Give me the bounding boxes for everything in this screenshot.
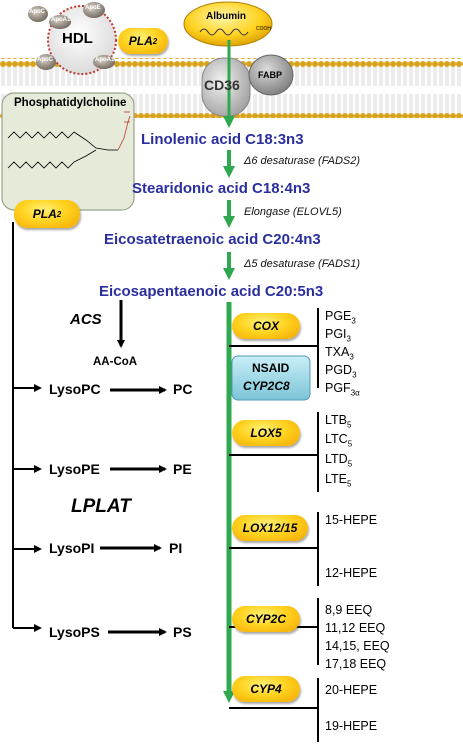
lox5-product-ltc5: LTC5 [325, 432, 353, 449]
ps-label: PS [173, 624, 192, 640]
nsaid-cyp2c8-label: CYP2C8 [243, 379, 290, 393]
apoa1-label: ApoA1 [51, 17, 71, 23]
enzyme-elovl5: Elongase (ELOVL5) [244, 206, 342, 218]
lysopc-label: LysoPC [49, 381, 101, 397]
acid-eicosapentaenoic: Eicosapentaenoic acid C20:5n3 [99, 283, 324, 300]
nsaid-box [231, 355, 311, 401]
apoc-label-2: ApoC [37, 57, 53, 63]
albumin-protein [183, 1, 273, 47]
apoe-label: ApoE [85, 5, 101, 11]
pc-label: PC [173, 381, 193, 397]
cd36-label: CD36 [204, 77, 240, 93]
pla2-top-sub: 2 [152, 36, 158, 46]
fabp-protein [248, 54, 294, 96]
apoa1-label-2: ApoA1 [95, 57, 115, 63]
fabp-label: FABP [258, 70, 283, 80]
nsaid-label: NSAID [252, 361, 290, 375]
cox-product-pge3: PGE3 [325, 309, 356, 326]
cox-product-pgf3a: PGF3α [325, 381, 360, 398]
cyp2c-product-1415eeq: 14,15, EEQ [325, 639, 390, 653]
hdl-label: HDL [62, 30, 93, 47]
lox1215-product-12hepe: 12-HEPE [325, 566, 378, 580]
cyp4-product-20hepe: 20-HEPE [325, 683, 378, 697]
lysope-label: LysoPE [49, 461, 100, 477]
albumin-label: Albumin [206, 11, 246, 22]
cox-product-pgd3: PGD3 [325, 363, 357, 380]
pi-label: PI [169, 540, 183, 556]
lysops-label: LysoPS [49, 624, 100, 640]
cox-pill: COX [232, 313, 300, 339]
cooh-label: COOH [256, 26, 271, 32]
cyp2c-product-1112eeq: 11,12 EEQ [325, 621, 386, 635]
pe-label: PE [173, 461, 192, 477]
enzyme-fads1: Δ5 desaturase (FADS1) [244, 258, 360, 270]
cyp4-product-19hepe: 19-HEPE [325, 719, 378, 733]
acid-stearidonic: Stearidonic acid C18:4n3 [132, 180, 311, 197]
pla2-sub: 2 [56, 209, 62, 219]
apoc-protein-2 [36, 54, 56, 70]
pla2-label: PLA [32, 207, 57, 221]
lox1215-product-15hepe: 15-HEPE [325, 513, 378, 527]
apoa1-protein [49, 15, 71, 29]
cyp4-pill: CYP4 [232, 676, 300, 702]
cox-product-pgi3: PGI3 [325, 327, 351, 344]
apoe-protein [83, 2, 105, 18]
phosphatidylcholine-box [1, 92, 135, 211]
apoc-protein [28, 6, 48, 22]
pla2-top-label: PLA [128, 34, 153, 48]
cyp2c-product-89eeq: 8,9 EEQ [325, 603, 373, 617]
acid-eicosatetraenoic: Eicosatetraenoic acid C20:4n3 [104, 231, 321, 248]
lox5-product-ltb5: LTB5 [325, 413, 352, 430]
enzyme-fads2: Δ6 desaturase (FADS2) [244, 155, 360, 167]
apoa1-protein-2 [93, 55, 115, 69]
lysopi-label: LysoPI [49, 540, 95, 556]
lox5-product-ltd5: LTD5 [325, 452, 353, 469]
lox5-product-lte5: LTE5 [325, 472, 352, 489]
aacoa-label: AA-CoA [93, 356, 138, 368]
lox5-pill: LOX5 [232, 420, 300, 446]
acs-label: ACS [70, 311, 102, 328]
phosphatidylcholine-title: Phosphatidylcholine [14, 97, 127, 109]
lplat-label: LPLAT [71, 496, 131, 517]
hdl-particle [28, 2, 117, 75]
acid-linolenic: Linolenic acid C18:3n3 [141, 131, 304, 148]
lox1215-pill: LOX12/15 [232, 515, 308, 541]
cyp2c-product-1718eeq: 17,18 EEQ [325, 657, 387, 671]
cox-product-txa3: TXA3 [325, 345, 354, 362]
cyp2c-pill: CYP2C [232, 606, 300, 632]
apoc-label: ApoC [29, 9, 45, 15]
